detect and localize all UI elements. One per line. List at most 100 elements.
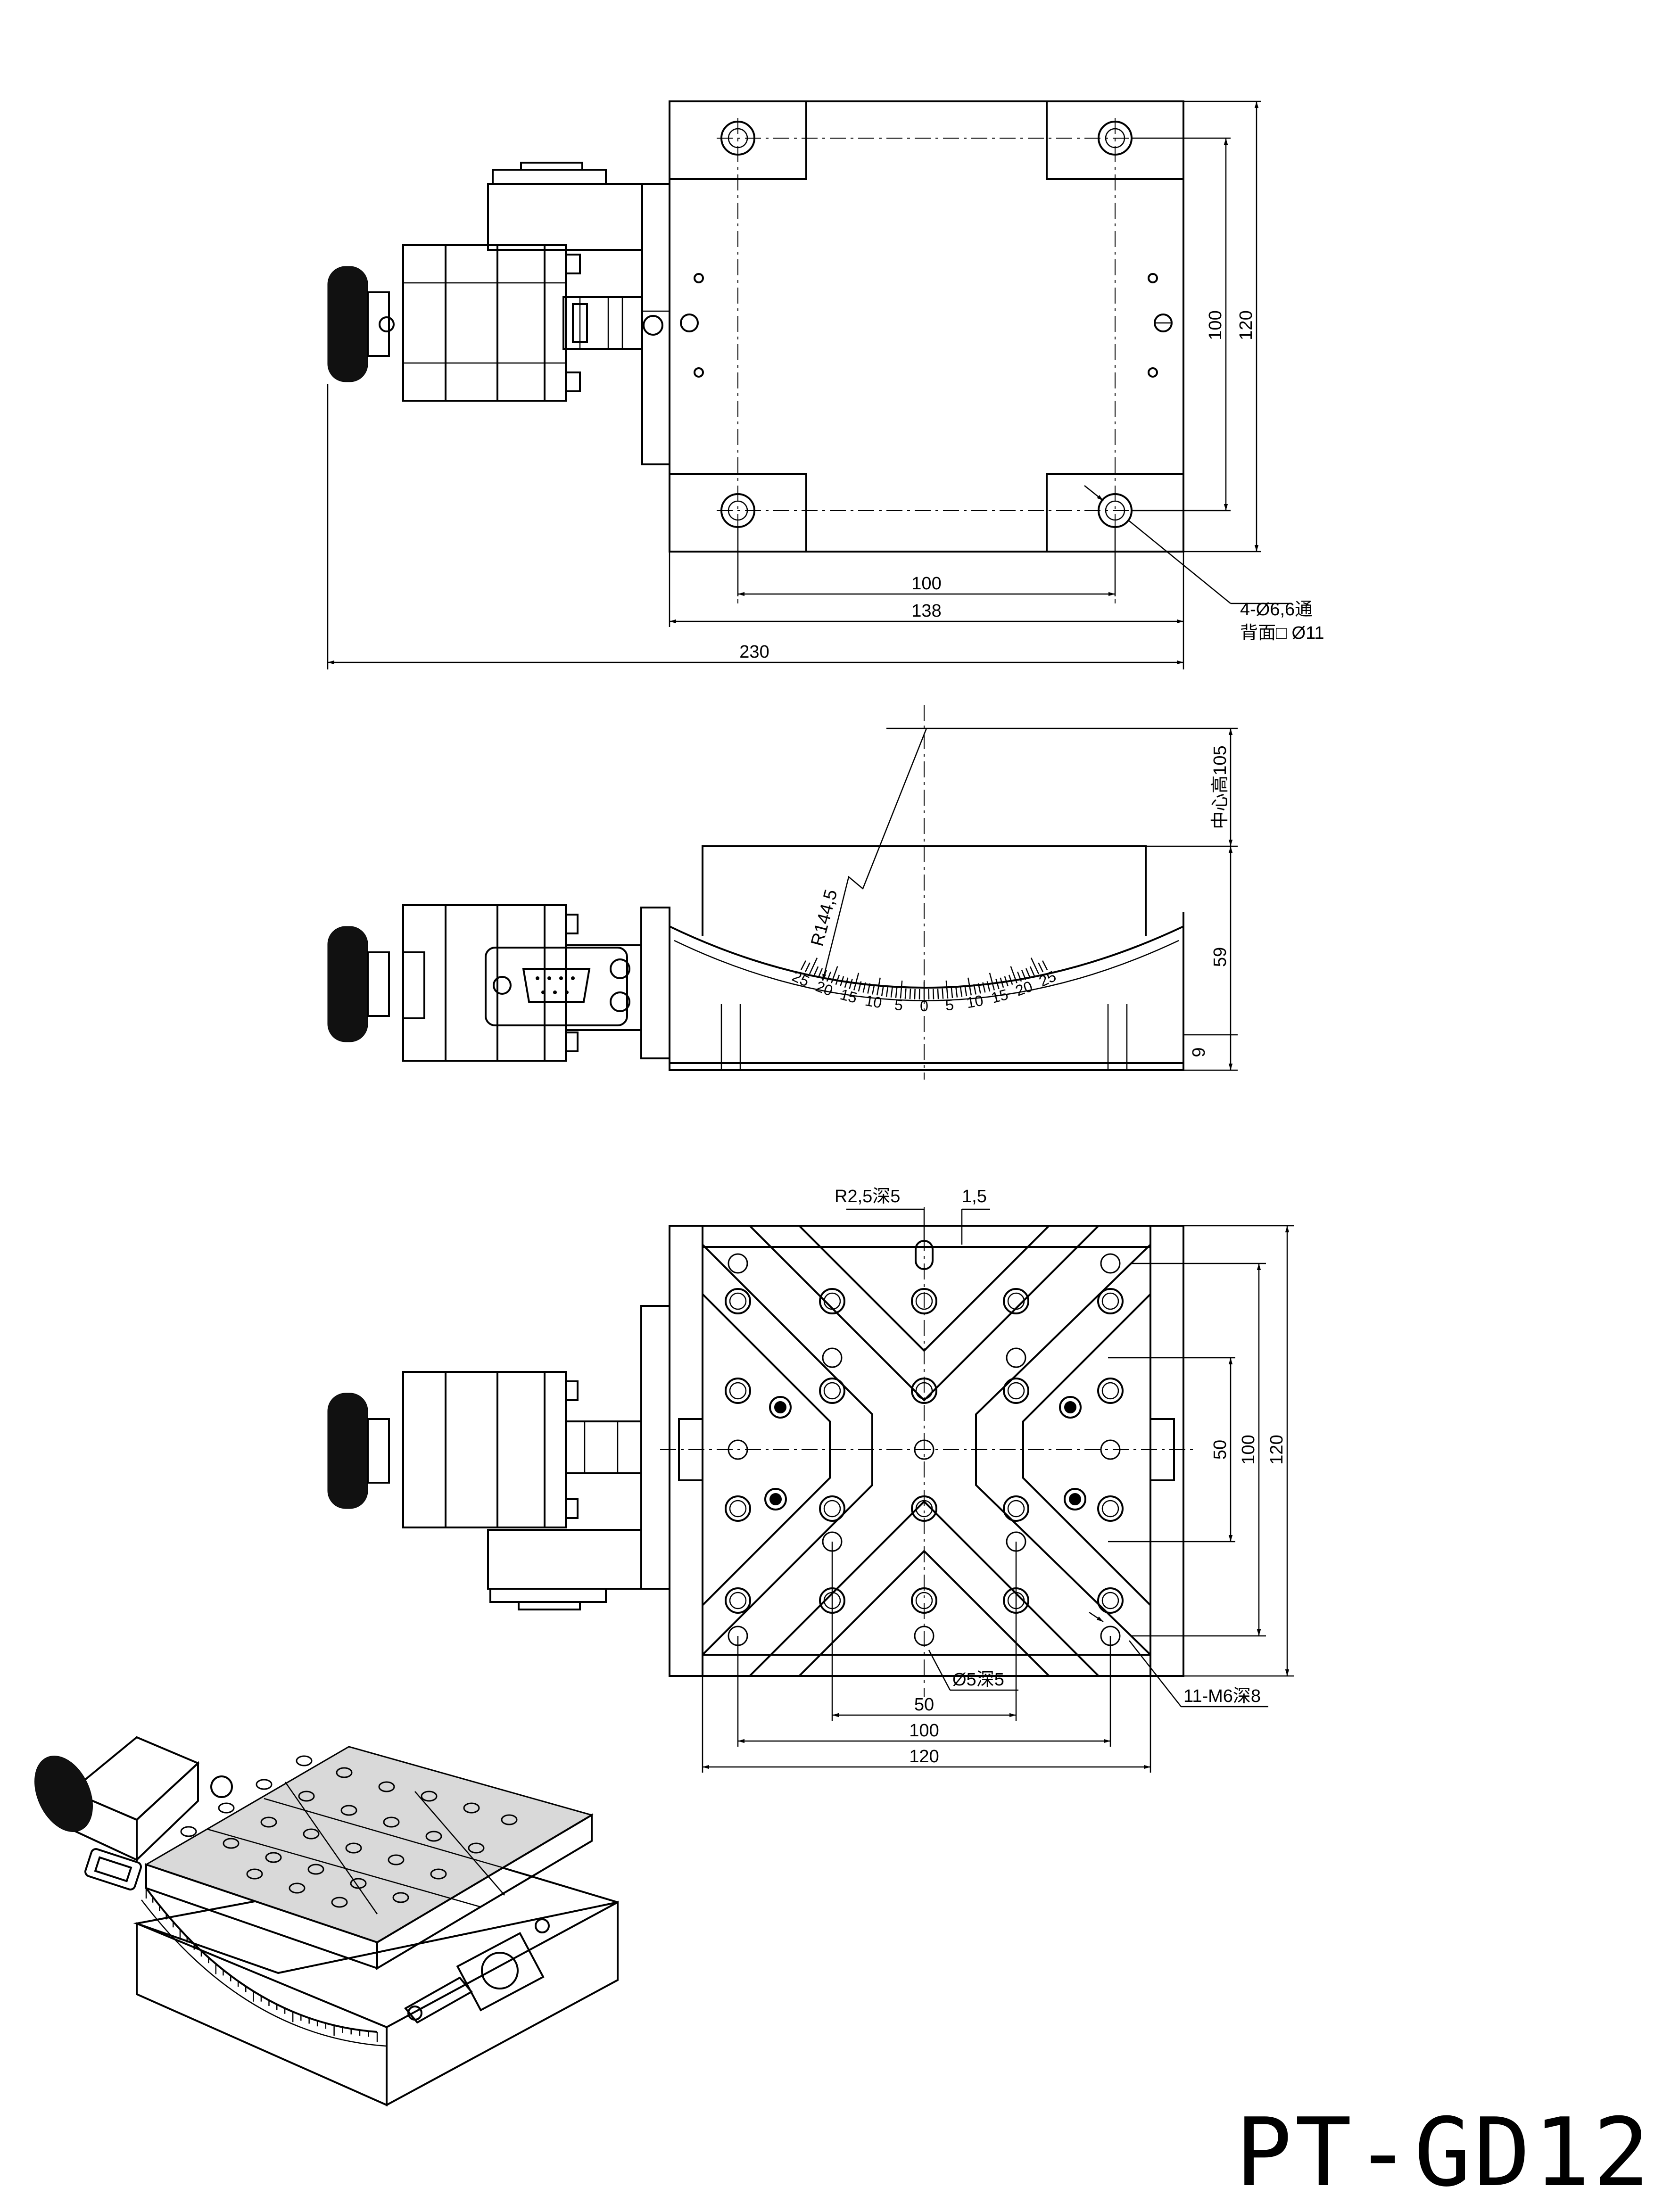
dim-label-120-h: 120	[909, 1747, 939, 1766]
threaded-hole	[823, 1382, 841, 1400]
scale-tick	[849, 979, 853, 990]
iso-hole	[378, 1781, 395, 1792]
top-view: 100 138 230 100 120 4-Ø6,6通 背面□ Ø11	[327, 100, 1324, 669]
scale-tick	[1025, 968, 1031, 978]
dim-label-50-v: 50	[1210, 1440, 1230, 1460]
scale-tick	[1004, 976, 1009, 987]
scale-tick	[835, 974, 840, 985]
base-label-9: 9	[1189, 1047, 1209, 1057]
iso-hole	[296, 1755, 313, 1766]
db9-connector-icon	[485, 947, 630, 1026]
dowel-hole	[769, 1493, 782, 1505]
scale-tick-label: 5	[894, 996, 904, 1014]
scale-tick	[1010, 966, 1017, 983]
scale-tick-label: 10	[864, 992, 883, 1012]
threaded-hole	[819, 1378, 845, 1404]
threaded-hole	[1097, 1495, 1124, 1522]
iso-hole	[256, 1779, 273, 1790]
hole-note-line1: 4-Ø6,6通	[1240, 600, 1313, 619]
scale-tick-label: 0	[920, 998, 928, 1015]
threaded-hole	[1097, 1288, 1124, 1314]
threaded-hole	[915, 1500, 933, 1518]
dim-label-100-v: 100	[1239, 1435, 1258, 1464]
scale-tick	[809, 957, 818, 974]
scale-tick	[1038, 962, 1044, 973]
iso-hole	[345, 1842, 362, 1854]
iso-hole	[180, 1826, 197, 1837]
knob-icon	[327, 266, 395, 382]
scale-tick	[890, 987, 893, 998]
threaded-hole	[915, 1382, 933, 1400]
scale-tick	[1029, 966, 1035, 976]
db9-connector-icon	[84, 1848, 142, 1890]
scale-tick	[900, 980, 903, 999]
threaded-hole	[823, 1500, 841, 1518]
iso-hole	[501, 1814, 518, 1825]
threaded-hole	[729, 1500, 747, 1518]
scale-tick	[973, 984, 976, 995]
scale-tick	[959, 986, 963, 997]
dim-label-100-v: 100	[1206, 310, 1225, 340]
threaded-hole	[823, 1292, 841, 1310]
iso-hole	[260, 1816, 277, 1828]
scale-tick	[858, 981, 862, 992]
center-height-label: 中心高105	[1210, 745, 1230, 829]
scale-tick	[1008, 974, 1013, 985]
threaded-hole	[729, 1592, 747, 1609]
iso-hole	[463, 1802, 480, 1814]
iso-hole	[383, 1816, 400, 1828]
plain-hole	[914, 1439, 935, 1460]
scale-tick	[862, 982, 866, 993]
dim-label-100: 100	[911, 574, 941, 594]
dim-label-100-h: 100	[909, 1721, 939, 1741]
knob-icon	[34, 1756, 93, 1832]
scale-tick	[813, 966, 819, 976]
dowel-hole	[1059, 1396, 1082, 1419]
iso-hole	[303, 1828, 320, 1840]
isometric-view	[34, 1736, 619, 2107]
dowel-hole	[769, 1396, 792, 1419]
threaded-hole	[729, 1292, 747, 1310]
scale-tick	[951, 987, 953, 998]
dim-label-120-v: 120	[1267, 1435, 1287, 1464]
knob-icon	[327, 926, 390, 1042]
threaded-hole	[915, 1592, 933, 1609]
scale-tick	[964, 985, 968, 997]
scale-tick	[982, 982, 986, 993]
threaded-hole	[1007, 1382, 1025, 1400]
iso-hole	[468, 1842, 485, 1854]
scale-tick	[955, 987, 958, 998]
scale-tick-label: 5	[945, 996, 955, 1014]
scale-tick	[800, 960, 807, 970]
iso-hole-pattern	[180, 1755, 518, 1908]
threaded-hole	[1101, 1382, 1119, 1400]
height-label-59: 59	[1210, 947, 1230, 967]
threaded-hole	[725, 1587, 751, 1614]
dim-label-230: 230	[739, 642, 769, 662]
iso-hole	[307, 1864, 324, 1875]
scale-tick	[881, 985, 884, 997]
bottom-view: R2,5深5 1,5 50 100 120 50 100 120 Ø5深5	[327, 1187, 1294, 1773]
plain-hole	[914, 1626, 935, 1646]
scale-tick-label: 10	[965, 992, 984, 1012]
dowel-hole	[774, 1401, 786, 1413]
iso-hole	[289, 1882, 306, 1894]
threaded-hole	[1097, 1587, 1124, 1614]
threaded-hole	[911, 1378, 937, 1404]
dowel-hole	[1069, 1493, 1081, 1505]
hole-note-line2: 背面□ Ø11	[1240, 623, 1324, 643]
iso-hole	[430, 1868, 447, 1880]
knob-icon	[327, 1393, 390, 1509]
plain-hole	[822, 1347, 843, 1368]
iso-hole	[223, 1838, 240, 1849]
threaded-hole	[911, 1288, 937, 1314]
scale-tick	[904, 988, 907, 999]
threaded-hole	[1101, 1500, 1119, 1518]
slot-label: R2,5深5	[835, 1187, 900, 1206]
dim-label-120-v: 120	[1236, 310, 1256, 340]
scale-tick	[867, 983, 871, 994]
radius-label: R144,5	[807, 887, 841, 948]
